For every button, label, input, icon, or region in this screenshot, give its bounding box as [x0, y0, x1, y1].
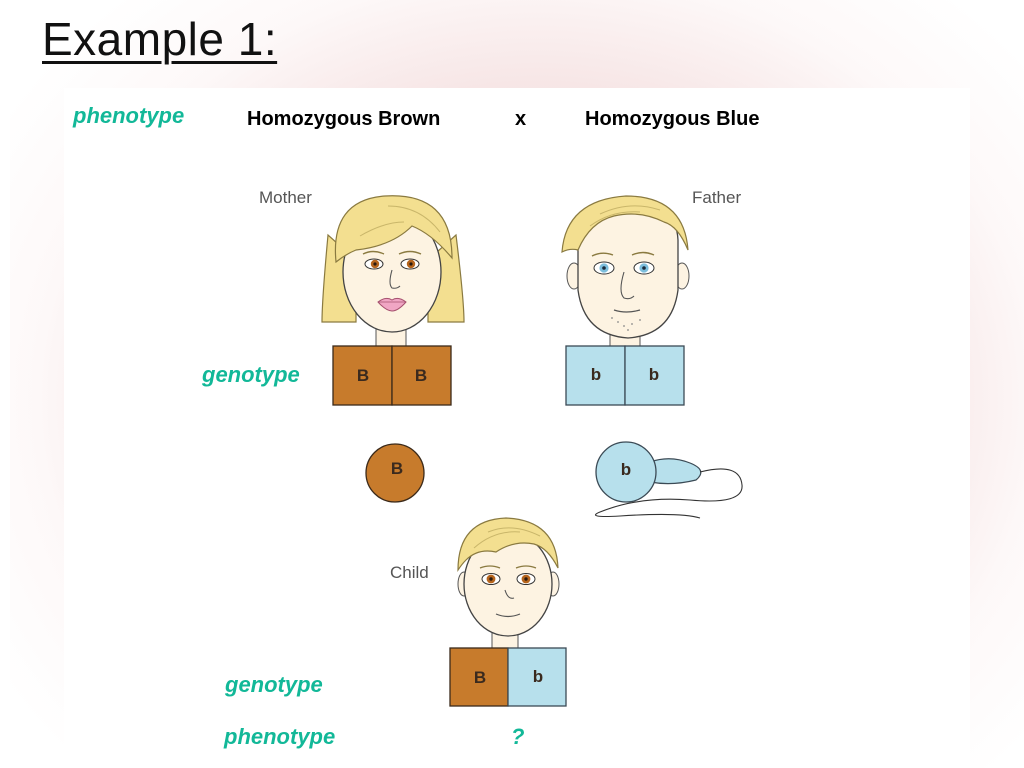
child-genotype-box: B b — [449, 647, 567, 707]
mother-genotype-box: B B — [332, 345, 452, 406]
child-figure — [457, 517, 560, 651]
father-figure — [561, 195, 690, 348]
mother-phenotype-text: Homozygous Brown — [247, 108, 441, 130]
genotype-label-child: genotype — [225, 672, 323, 697]
child-allele-2: b — [533, 667, 543, 686]
child-label: Child — [390, 563, 429, 582]
cross-symbol: x — [515, 108, 527, 130]
genotype-label-parents: genotype — [202, 362, 300, 387]
father-label: Father — [692, 188, 742, 207]
phenotype-label-child: phenotype — [224, 724, 336, 749]
egg-allele: B — [391, 459, 403, 478]
slide-title: Example 1: — [42, 13, 278, 65]
mother-label: Mother — [259, 188, 312, 207]
mother-allele-1: B — [357, 366, 369, 385]
father-allele-1: b — [591, 365, 601, 384]
egg-cell: B — [365, 443, 425, 503]
phenotype-label-top: phenotype — [73, 103, 185, 128]
child-allele-1: B — [474, 668, 486, 687]
unknown-phenotype-mark: ? — [511, 724, 525, 749]
sperm-allele: b — [621, 460, 631, 479]
father-genotype-box: b b — [565, 345, 685, 406]
mother-allele-2: B — [415, 366, 427, 385]
father-allele-2: b — [649, 365, 659, 384]
sperm-cell: b — [595, 441, 743, 519]
mother-figure — [321, 195, 465, 348]
father-phenotype-text: Homozygous Blue — [585, 108, 760, 130]
